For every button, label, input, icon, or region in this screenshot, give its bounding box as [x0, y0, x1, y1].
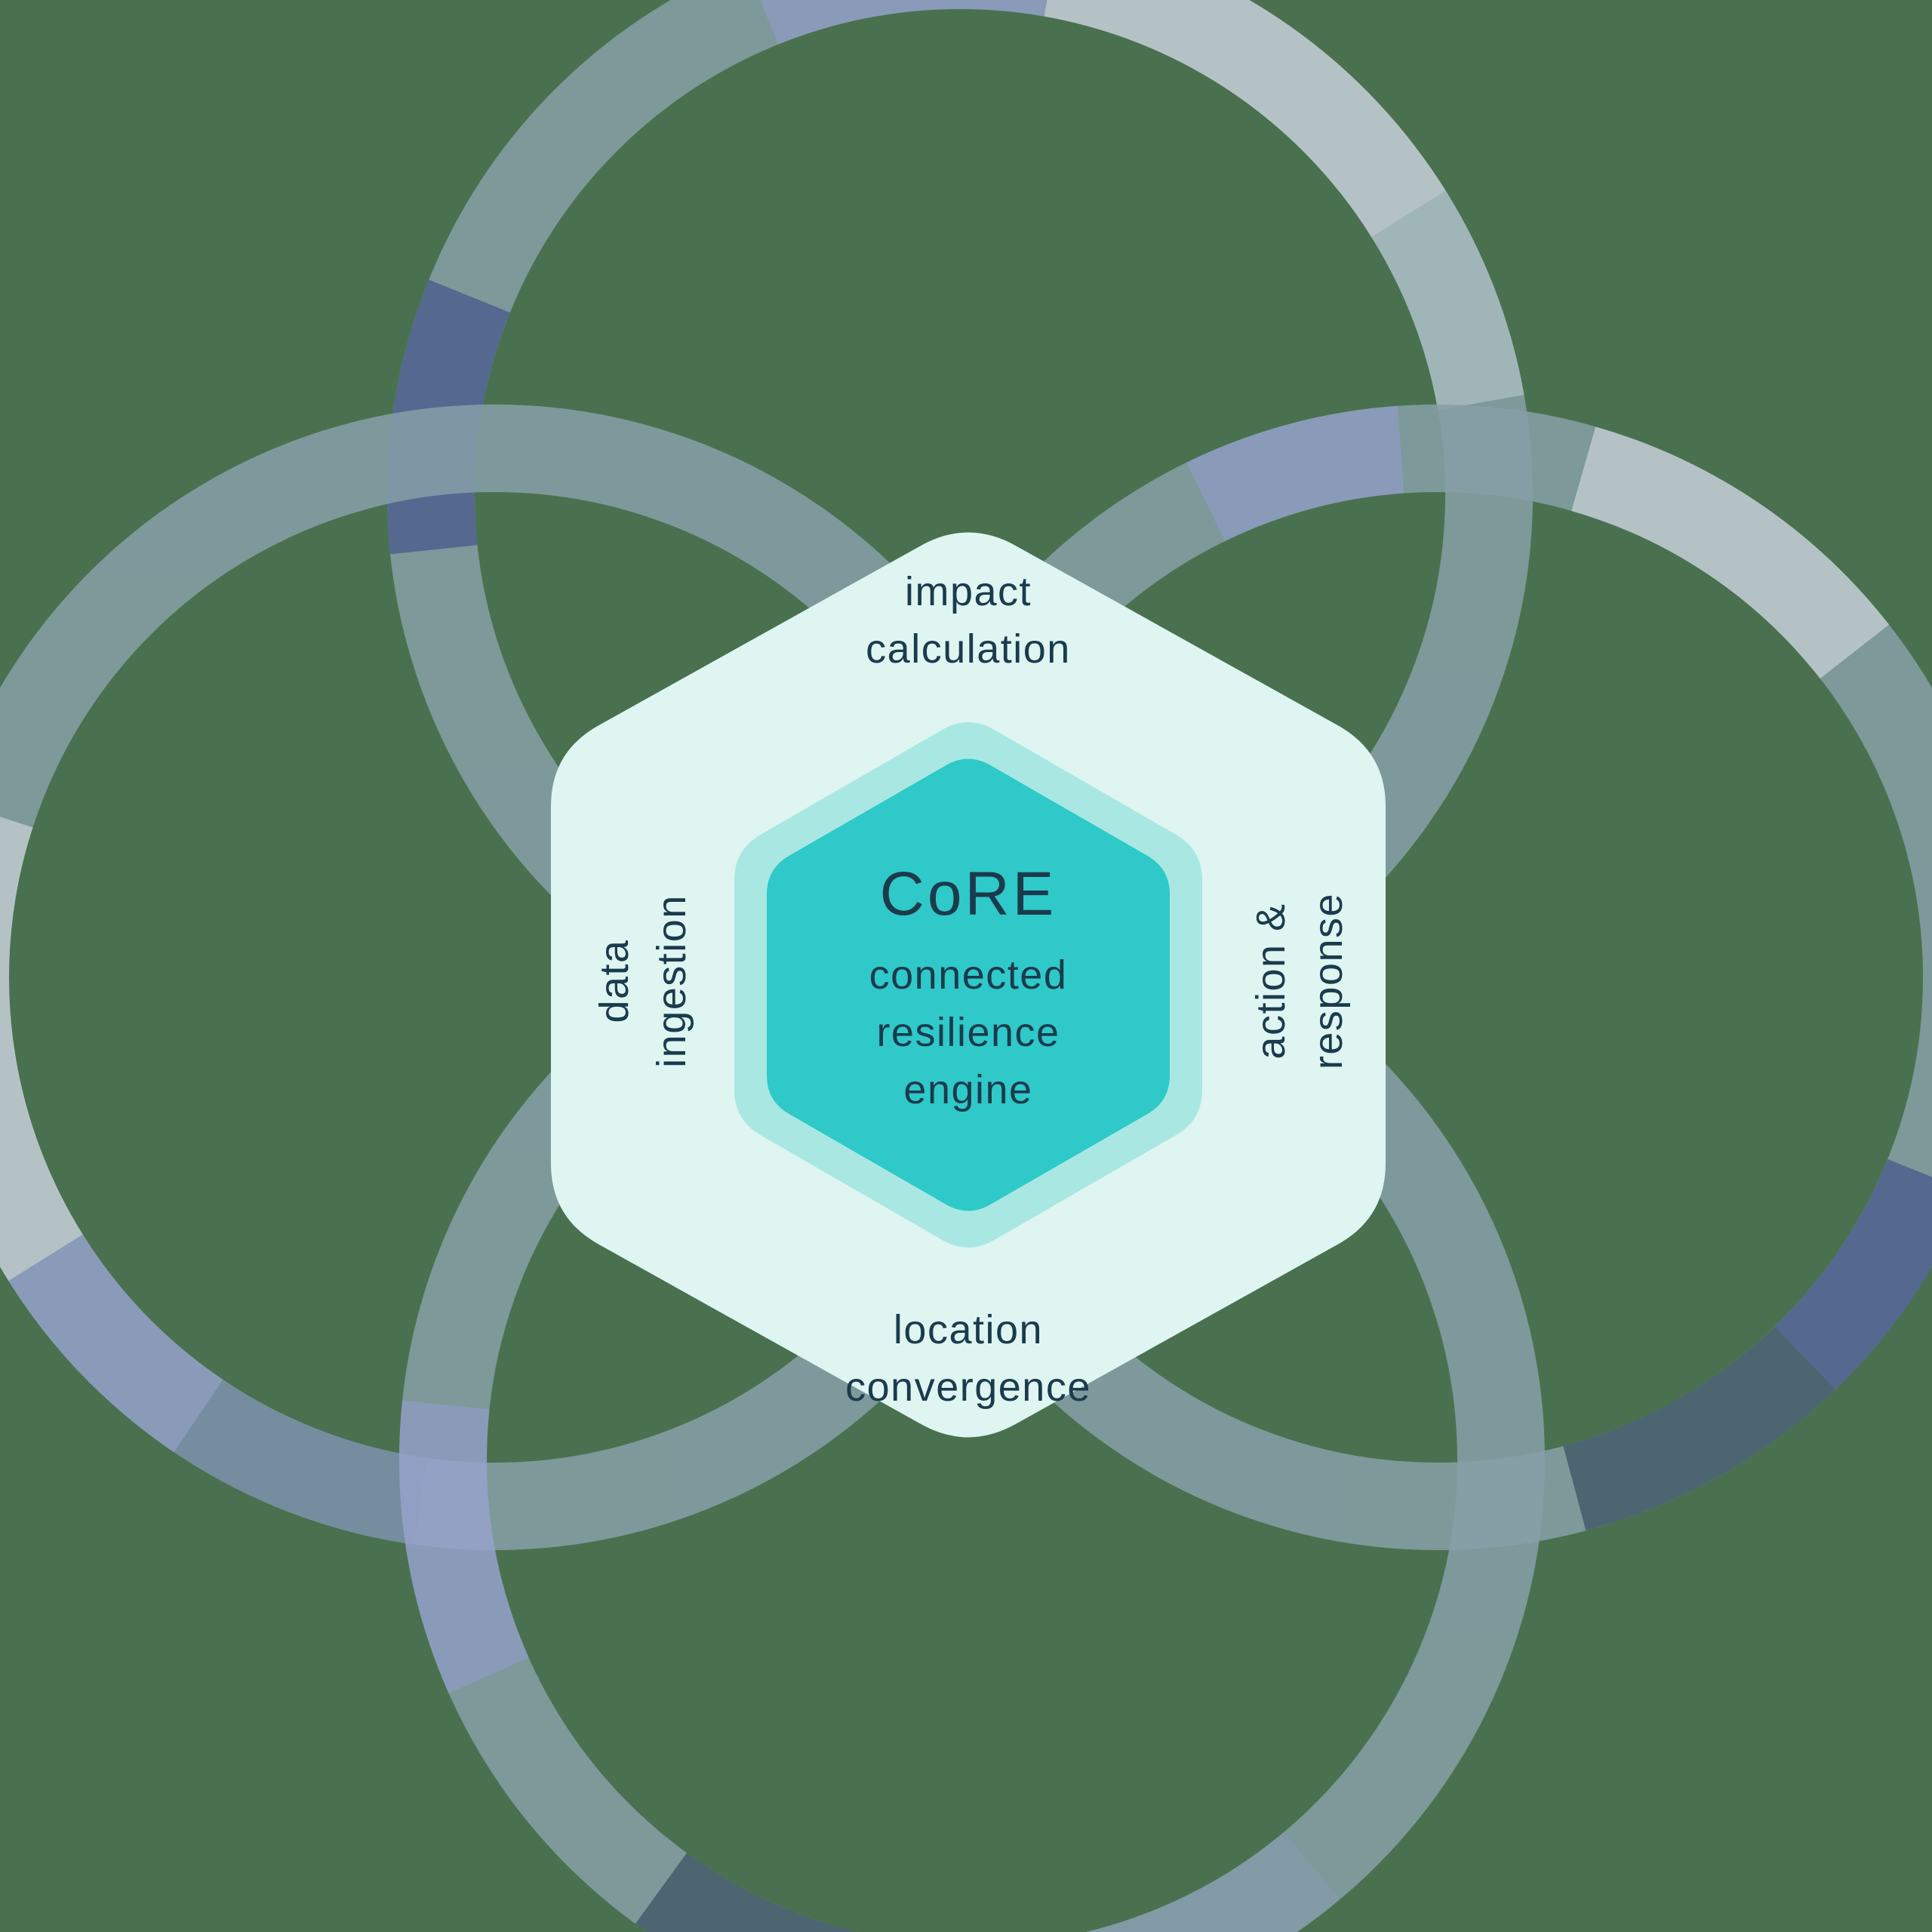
core-acronym: CoRE [879, 860, 1057, 928]
ring-right-segment-1 [1774, 1158, 1932, 1390]
ring-bottom-segment-0 [1085, 1832, 1340, 1932]
core-name-line2: resilience [876, 1010, 1060, 1055]
label-impact-calculation: impact calculation [866, 563, 1071, 678]
hexagon-card-layer [551, 532, 1386, 1438]
label-location-line2: convergence [845, 1364, 1091, 1410]
ring-right-segment-3 [1186, 405, 1404, 542]
ring-top-segment-0 [760, 0, 1048, 45]
inner-hex [767, 758, 1170, 1211]
label-data-line2: ingestion [649, 894, 694, 1068]
label-action-response: action & response [1242, 893, 1357, 1069]
label-impact-line2: calculation [866, 626, 1071, 672]
label-action-line2: response [1306, 892, 1351, 1070]
core-name-line1: connected [869, 952, 1068, 998]
ring-bottom-segment-2 [635, 1852, 859, 1932]
label-location-line1: location [893, 1307, 1044, 1352]
label-action-line1: action & [1248, 903, 1294, 1060]
ring-right-segment-2 [1562, 1326, 1836, 1531]
ring-right-segment-0 [1571, 426, 1890, 679]
ring-bottom-segment-3 [399, 1400, 529, 1694]
ring-left-segment-0 [0, 817, 83, 1281]
label-location-convergence: location convergence [845, 1301, 1091, 1416]
label-data-ingestion: data ingestion [586, 894, 700, 1068]
label-impact-line1: impact [904, 569, 1032, 614]
ring-left-segment-2 [174, 1379, 428, 1545]
core-full-name: connected resilience engine [869, 946, 1068, 1118]
core-name-line3: engine [903, 1067, 1033, 1112]
label-data-line1: data [592, 939, 637, 1023]
ring-top-segment-1 [1044, 0, 1446, 238]
ring-left-segment-1 [8, 1234, 223, 1453]
ring-top-segment-2 [1371, 190, 1524, 411]
